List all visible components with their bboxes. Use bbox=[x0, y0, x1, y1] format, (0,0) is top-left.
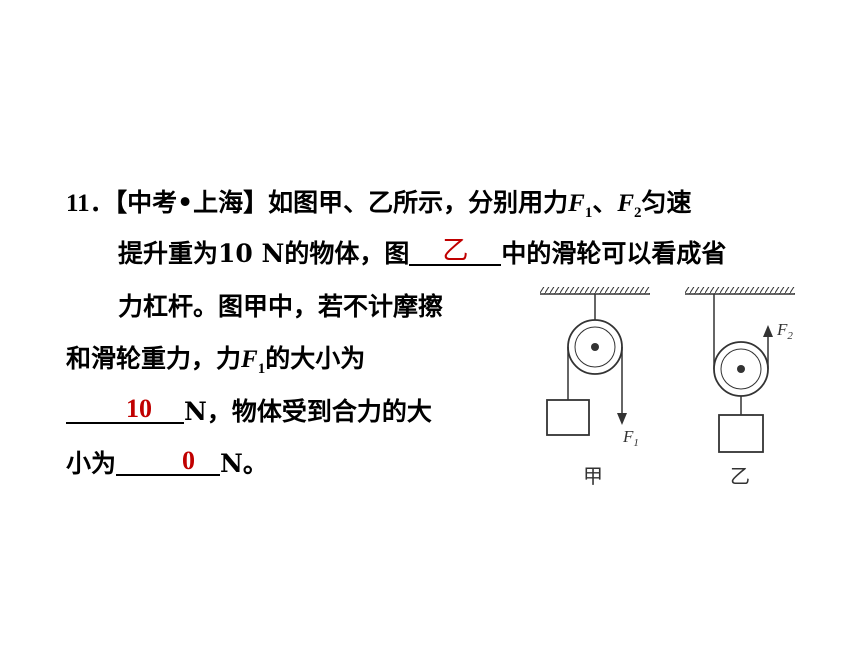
label-yi: 乙 bbox=[730, 464, 750, 488]
pulley-figure: F1 甲 F2 乙 bbox=[540, 287, 795, 488]
answer-blank-3: 0 bbox=[116, 446, 221, 476]
arrow-down-icon bbox=[617, 413, 627, 425]
answer-2: 10 bbox=[126, 394, 152, 423]
answer-1: 乙 bbox=[442, 236, 469, 266]
ceiling-hatch-right bbox=[685, 287, 795, 294]
question-line-4: 和滑轮重力，力F1的大小为 bbox=[66, 344, 366, 377]
answer-3: 0 bbox=[182, 446, 196, 475]
movable-pulley-axle bbox=[737, 365, 745, 373]
movable-pulley-diagram: F2 乙 bbox=[685, 287, 795, 488]
fixed-pulley-diagram: F1 甲 bbox=[540, 287, 650, 488]
answer-blank-2: 10 bbox=[66, 394, 184, 424]
question-line-3: 力杠杆。图甲中，若不计摩擦 bbox=[118, 292, 444, 321]
weight-box-right bbox=[718, 414, 764, 453]
force-label-F1: F1 bbox=[622, 427, 639, 449]
label-jia: 甲 bbox=[583, 464, 603, 488]
ceiling-hatch-left bbox=[540, 287, 650, 294]
weight-box-left bbox=[546, 399, 590, 436]
answer-blank-1: 乙 bbox=[409, 236, 502, 266]
movable-pulley-groove bbox=[720, 348, 762, 390]
source-tag: 【中考•上海】 bbox=[114, 188, 269, 217]
force-label-F2: F2 bbox=[776, 320, 793, 342]
arrow-up-icon bbox=[763, 325, 773, 337]
question-number: 11． bbox=[66, 190, 115, 217]
fixed-pulley-groove bbox=[574, 326, 616, 368]
question-line-1: 11．【中考•上海】如图甲、乙所示，分别用力F1、F2匀速 bbox=[66, 188, 692, 221]
question-line-2: 提升重为10 N的物体，图乙中的滑轮可以看成省 bbox=[118, 236, 727, 268]
fixed-pulley-axle bbox=[591, 343, 599, 351]
